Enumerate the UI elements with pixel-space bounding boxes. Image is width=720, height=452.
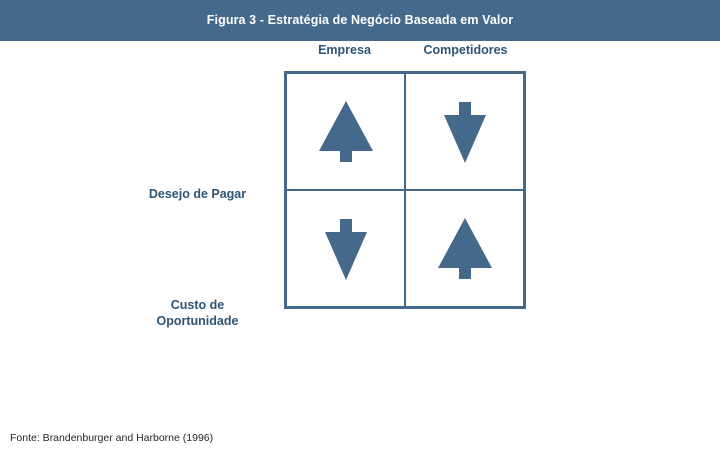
row-label-custo-de-oportunidade: Custo de Oportunidade — [120, 253, 275, 372]
column-header-empresa: Empresa — [318, 43, 371, 57]
matrix-cell-desejo-empresa — [287, 74, 405, 190]
row-label-desejo-line-1: Desejo de Pagar — [148, 186, 247, 201]
matrix-cell-desejo-competidores — [405, 74, 523, 190]
row-label-desejo-de-pagar: Desejo de Pagar — [120, 134, 275, 253]
value-strategy-matrix — [284, 71, 526, 309]
arrow-down-icon — [443, 101, 486, 163]
source-footnote: Fonte: Brandenburger and Harborne (1996) — [10, 432, 214, 444]
row-label-custo-line-2: Oportunidade — [156, 313, 239, 328]
row-label-custo-lines: Custo de Oportunidade — [157, 297, 239, 329]
matrix-cell-custo-competidores — [405, 190, 523, 306]
figure-title-bar: Figura 3 - Estratégia de Negócio Baseada… — [0, 0, 720, 41]
row-label-custo-line-1: Custo de — [170, 297, 225, 312]
arrow-up-icon — [318, 100, 373, 162]
matrix-cell-custo-empresa — [287, 190, 405, 306]
column-header-competidores: Competidores — [423, 43, 508, 57]
arrow-up-icon — [437, 217, 492, 279]
page-title: Figura 3 - Estratégia de Negócio Baseada… — [206, 13, 514, 28]
arrow-down-icon — [324, 218, 367, 280]
